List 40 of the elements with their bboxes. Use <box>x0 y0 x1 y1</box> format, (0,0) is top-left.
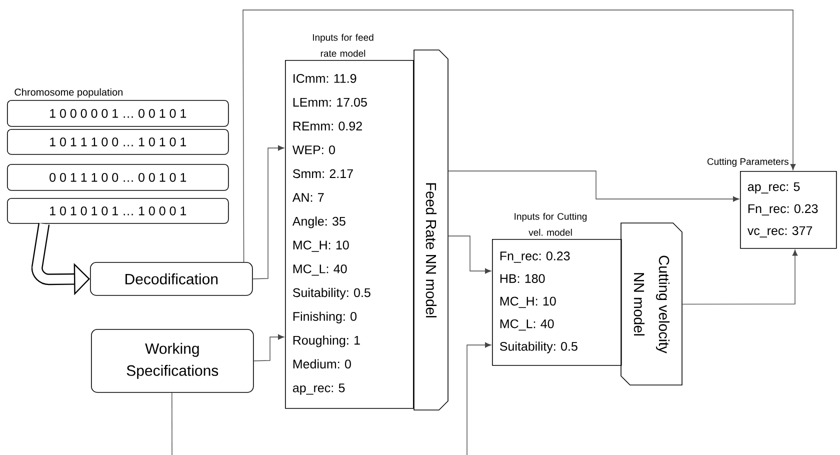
node-label: Fn_rec: 0.23 <box>500 252 570 263</box>
box-heading: Inputs for feed rate model <box>313 34 374 57</box>
chromosome-box: 1 0 1 1 1 0 0 … 1 0 1 0 1 <box>7 129 229 155</box>
arrow <box>252 145 284 280</box>
model-block: Cutting velocity NN model <box>620 222 682 386</box>
input-box: ap_rec: 5 Fn_rec: 0.23 vc_rec: 377 <box>740 171 837 249</box>
arrow <box>448 236 492 274</box>
chromosome-box: 0 0 1 1 1 0 0 … 0 0 1 0 1 <box>7 164 229 191</box>
node-label: Smm: 2.17 <box>292 169 353 178</box>
box-heading: Inputs for Cutting vel. model <box>514 212 587 236</box>
process-box: Decodification <box>90 262 253 296</box>
node-label: Roughing: 1 <box>293 336 360 348</box>
model-block: Feed Rate NN model <box>414 50 448 410</box>
arrow <box>242 10 796 262</box>
chromosome-box: 1 0 0 0 0 0 1 … 0 0 1 0 1 <box>7 100 229 127</box>
node-label: ap_rec: 5 <box>292 384 345 395</box>
node-label: Angle: 35 <box>292 216 346 228</box>
node-label: Suitability: 0.5 <box>500 342 578 354</box>
node-label: HB: 180 <box>500 274 545 283</box>
node-label: Medium: 0 <box>293 359 351 368</box>
node-label: MC_H: 10 <box>500 296 556 308</box>
node-label: LEmm: 17.05 <box>293 98 367 107</box>
chromosome-box: 1 0 1 0 1 0 1 … 1 0 0 0 1 <box>7 198 229 224</box>
input-box: ICmm: 11.9 LEmm: 17.05 REmm: 0.92 WEP: 0 Smm: 2.17 AN: 7 Angle: 35 MC_H: 10 MC_L: 40 Suitability: 0.5 Finishing: 0 Roughing: 1 Medium: 0 ap_rec: 5 <box>285 60 414 409</box>
node-label: REmm: 0.92 <box>293 122 362 130</box>
node-label: MC_L: 40 <box>500 319 554 331</box>
input-box: Fn_rec: 0.23 HB: 180 MC_H: 10 MC_L: 40 Suitability: 0.5 <box>492 239 622 366</box>
node-label: ICmm: 11.9 <box>294 74 356 83</box>
arrow <box>448 170 740 202</box>
node-label: MC_H: 10 <box>293 240 349 252</box>
node-label: Suitability: 0.5 <box>292 288 370 300</box>
box-heading: Cutting Parameters <box>707 158 788 167</box>
node-label: AN: 7 <box>292 193 324 202</box>
node-label: MC_L: 40 <box>293 264 347 276</box>
arrow <box>253 334 284 362</box>
node-label: WEP: 0 <box>292 145 335 154</box>
node-label: Finishing: 0 <box>293 312 357 324</box>
arrow <box>682 250 798 305</box>
process-box: Working Specifications <box>91 329 254 393</box>
arrow <box>466 342 492 455</box>
